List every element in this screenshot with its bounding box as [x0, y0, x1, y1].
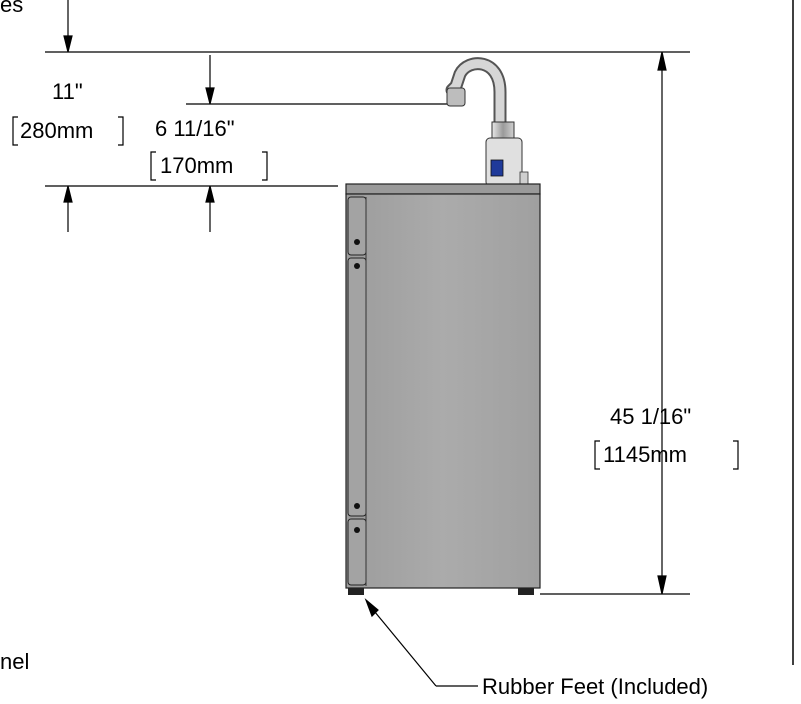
faucet-sensor-window	[490, 159, 504, 177]
faucet	[445, 57, 529, 187]
fastener	[354, 263, 360, 269]
dimension-rise	[45, 0, 690, 232]
fastener	[354, 239, 360, 245]
spout-inches-label: 6 11/16"	[155, 116, 235, 141]
dimension-height	[540, 51, 690, 595]
feet-leader	[364, 598, 478, 687]
rise-inches-label: 11"	[52, 79, 83, 104]
rubber-feet-callout: Rubber Feet (Included)	[482, 674, 709, 699]
height-inches-label: 45 1/16"	[610, 404, 692, 429]
partial-label-side: nel	[0, 649, 30, 674]
rubber-foot-left	[348, 588, 364, 595]
rise-mm-label: 280mm	[20, 118, 94, 143]
faucet-aerator	[446, 87, 466, 107]
cabinet-top	[345, 183, 541, 195]
fastener	[354, 503, 360, 509]
side-panel-main	[347, 257, 367, 517]
partial-label-top: es	[0, 0, 24, 17]
side-panel-upper	[347, 196, 367, 256]
spout-mm-label: 170mm	[160, 153, 234, 178]
cabinet-body	[345, 193, 541, 589]
mm-brackets	[12, 116, 739, 470]
rubber-foot-right	[518, 588, 534, 595]
cabinet	[345, 183, 541, 595]
dimension-spout	[186, 55, 448, 232]
fastener	[354, 527, 360, 533]
height-mm-label: 1145mm	[603, 442, 687, 467]
